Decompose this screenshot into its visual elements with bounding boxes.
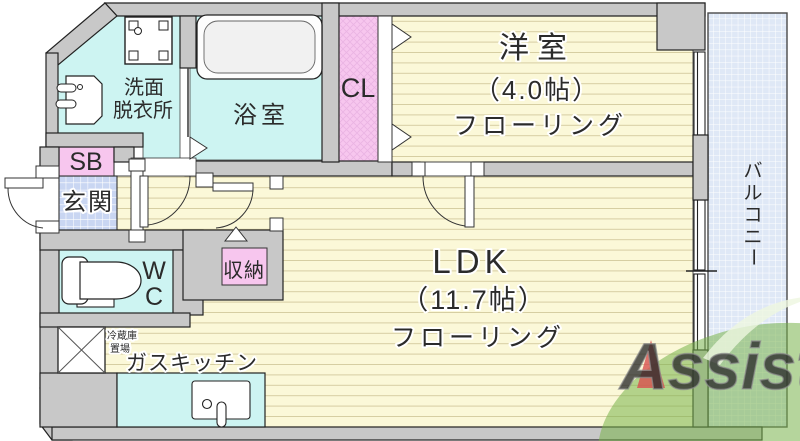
toilet-label-line1: W xyxy=(142,257,166,285)
washroom-label-line2: 脱衣所 xyxy=(113,99,173,122)
bathtub-inner xyxy=(203,20,316,74)
ldk-size: （11.7帖） xyxy=(401,285,547,315)
sink-drain xyxy=(201,398,213,410)
closet-door-track xyxy=(377,15,393,163)
sink-faucet xyxy=(216,401,227,428)
hall-door-jamb-bottom xyxy=(128,229,146,243)
corridor-door-jamb xyxy=(195,172,214,188)
fridge-label-line1: 冷蔵庫 xyxy=(107,329,137,342)
western-room-flooring: フローリング xyxy=(453,112,627,140)
logo-red-accent xyxy=(637,340,665,388)
western-door-jamb-left xyxy=(411,161,426,177)
wall-wash-bath xyxy=(179,15,197,69)
washroom-label-line1: 洗面 xyxy=(124,76,164,99)
washroom-door-swing-arc xyxy=(147,175,191,226)
entrance-label: 玄関 xyxy=(62,189,114,216)
wall-entry-left-bottom xyxy=(39,231,60,389)
bathroom-folddoor-icon xyxy=(189,136,208,160)
storage-label: 収納 xyxy=(223,259,265,282)
wall-bath-closet xyxy=(321,2,340,163)
logo-ellipse xyxy=(597,322,800,441)
washer-corner xyxy=(158,20,169,31)
labels: 洋室 （4.0帖） フローリング LDK （11.7帖） フローリング 浴室 洗… xyxy=(60,30,627,377)
storage-inset xyxy=(221,247,268,286)
logo-text: Assist xyxy=(618,329,800,403)
western-door-jamb-right xyxy=(470,161,485,177)
toilet-bowl xyxy=(79,261,142,300)
balcony-char: バ xyxy=(743,161,762,182)
washbasin-handle xyxy=(56,83,77,93)
closet-folddoor-icon-top xyxy=(391,23,412,51)
wall-top-right-block xyxy=(656,2,706,51)
washbasin-handle xyxy=(55,99,77,109)
ldk-hall-door-swing-arc xyxy=(215,187,254,229)
wall-under-washroom xyxy=(45,132,144,148)
wall-fridge-surround xyxy=(39,372,118,428)
front-door-swing-arc xyxy=(7,187,44,229)
hall-door-jamb-top xyxy=(128,158,146,172)
ldk-label: LDK xyxy=(432,243,511,280)
western-room-window xyxy=(693,51,706,136)
wall-entry-wc-divider xyxy=(39,229,204,251)
storage-folddoor-icon xyxy=(223,226,249,242)
ldk-window-upper xyxy=(693,199,706,271)
shoe-box xyxy=(58,146,115,177)
washer-corner xyxy=(128,50,139,61)
passage-jamb-top xyxy=(269,175,284,190)
bathroom-label: 浴室 xyxy=(233,102,289,129)
closet-label: CL xyxy=(341,73,376,103)
wall-entry-chunk xyxy=(113,146,135,163)
fridge-space-cross xyxy=(57,326,106,374)
doors xyxy=(4,15,485,243)
fixtures xyxy=(55,14,323,428)
logo-leaf-icon xyxy=(703,297,800,365)
front-door-leaf xyxy=(4,177,44,189)
watermark-logo: Assist xyxy=(597,297,800,441)
washer-corner xyxy=(158,50,169,61)
balcony-char: ニ xyxy=(743,227,762,248)
front-door-jamb-top xyxy=(35,165,60,179)
kitchen-label: ガスキッチン xyxy=(126,352,258,375)
closet-folddoor-icon-bottom xyxy=(391,123,412,151)
washer-corner xyxy=(128,20,139,31)
washroom-door-leaf xyxy=(139,175,149,228)
western-door-leaf xyxy=(464,175,475,228)
wall-corridor-top xyxy=(184,160,393,177)
toilet-label-line2: C xyxy=(145,283,163,311)
entrance-floor xyxy=(58,175,118,234)
washer-knob xyxy=(134,27,142,35)
balcony-label: バ ル コ ニ ー xyxy=(742,161,763,267)
wall-western-ldk-right xyxy=(472,161,694,177)
shoe-box-label: SB xyxy=(69,148,102,176)
western-room-label: 洋室 xyxy=(499,32,575,65)
fridge-label-line2: 置場 xyxy=(110,342,130,355)
balcony-char: ー xyxy=(742,247,763,266)
wall-right-mid xyxy=(692,134,709,201)
wall-below-wc xyxy=(39,312,191,328)
western-room-size: （4.0帖） xyxy=(474,75,600,105)
passage-jamb-bottom xyxy=(269,217,284,232)
balcony-char: コ xyxy=(743,205,762,226)
wall-top xyxy=(103,2,706,17)
washbasin-faucet xyxy=(77,84,83,90)
closet-floor xyxy=(338,15,379,163)
ldk-hall-door-leaf xyxy=(212,182,254,192)
ldk-flooring: フローリング xyxy=(391,324,565,352)
balcony-char: ル xyxy=(743,183,762,204)
western-door-swing-arc xyxy=(422,175,466,227)
